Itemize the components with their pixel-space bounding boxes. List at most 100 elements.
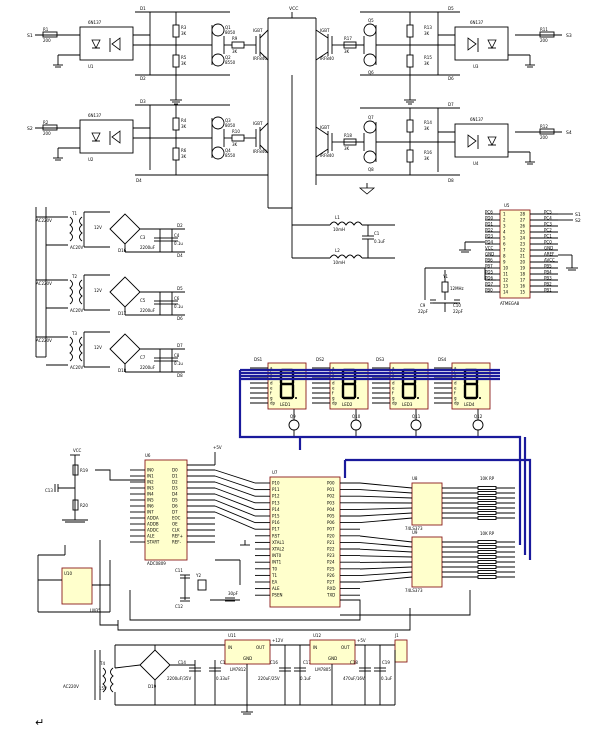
r9-val: 3K	[232, 49, 238, 54]
seg-pin-1-6: g	[270, 396, 273, 401]
input-s3: S3	[566, 33, 572, 39]
at89-lpin-12: INT1	[272, 560, 282, 565]
psu-v-1: 12V	[94, 225, 102, 230]
atmega-lpin-1: PD0	[485, 216, 493, 221]
at89-rpin-10: P22	[327, 547, 335, 552]
c15-val: 0.33uF	[216, 676, 230, 681]
q6-ref: Q6	[368, 70, 374, 75]
psu-t-2: T2	[71, 274, 77, 279]
r3-val: 3K	[181, 31, 187, 36]
resistor-r3	[172, 24, 180, 38]
seg-pin-2-0: a	[332, 366, 335, 371]
psu-bridge-2: D17	[118, 311, 127, 316]
r14-ref: R14	[424, 120, 432, 125]
seg-pin-1-5: f	[270, 391, 272, 396]
at89-rpin-4: P04	[327, 507, 335, 512]
at89-lpin-17: PSEN	[272, 593, 282, 598]
latch1-ref: U8	[412, 476, 418, 481]
at89-rpin-17: TXD	[326, 593, 335, 598]
atmega-lnum-12: 13	[503, 284, 509, 289]
q8-ref: Q8	[368, 167, 374, 172]
c1-val: 0.1uF	[374, 239, 386, 244]
r17-ref: R17	[344, 36, 352, 41]
psu-out2-2: D6	[177, 316, 183, 321]
seg-pin-1-0: a	[270, 366, 273, 371]
node-d7: D7	[448, 102, 454, 107]
psu-src-3: AC220V	[36, 338, 52, 343]
atmega-lnum-13: 14	[503, 290, 509, 295]
resistor-r1	[42, 31, 58, 38]
driver-right-lower: S4 R12 200 6N137 U4 D7 D8 R14	[315, 102, 572, 195]
igbt1-label: IGBT	[253, 28, 263, 33]
adc-rpin-5: D5	[172, 498, 178, 503]
l2-ref: L2	[335, 248, 340, 253]
adc-lpin-10: ADDC	[147, 528, 159, 533]
opto-u3-name: 6N137	[470, 20, 484, 25]
atmega-lpin-6: VCC	[485, 246, 494, 251]
q5-ref: Q5	[368, 18, 374, 23]
atmega-lnum-6: 7	[503, 248, 506, 253]
at89-rpin-13: P25	[327, 566, 335, 571]
igbt2-ref: IRF840	[253, 149, 267, 154]
c12-ref: C12	[175, 604, 183, 609]
input-s1: S1	[27, 33, 33, 39]
resistor-r19	[72, 464, 79, 476]
output-lc-filter: L1 10mH C1 0.1uF L2 10mH	[267, 75, 395, 265]
resistor-r9	[231, 41, 245, 49]
r20-ref: R20	[80, 503, 88, 508]
atmega-rpin-7: AREF	[544, 252, 555, 257]
l2-val: 10mH	[333, 260, 345, 265]
osc-cap-val: 30pF	[228, 591, 239, 596]
r15-val: 3K	[424, 61, 430, 66]
c13-ref: C13	[45, 488, 53, 493]
resistor-r10	[231, 134, 245, 142]
at89-rpin-8: P20	[327, 533, 335, 538]
r12-ref: R12	[540, 124, 548, 129]
r4-val: 3K	[181, 124, 187, 129]
resistor-r14	[406, 119, 414, 133]
at89-lpin-7: P17	[272, 527, 280, 532]
u11-out: OUT	[256, 645, 265, 650]
atmega-rpin-2: PC3	[544, 222, 552, 227]
r16-val: 3K	[424, 156, 430, 161]
c14-val: 2200uF/35V	[167, 676, 191, 681]
r12-val: 200	[540, 135, 548, 140]
seg-pin-3-5: f	[392, 391, 394, 396]
opto-u3	[454, 26, 509, 61]
rp1-res-5	[477, 511, 497, 515]
atmega-rnum-6: 22	[520, 248, 526, 253]
resistor-r2	[42, 124, 58, 131]
u12-out: OUT	[341, 645, 350, 650]
c19-ref: C19	[382, 660, 390, 665]
c18-ref: C18	[350, 660, 358, 665]
seg-pin-3-4: e	[392, 386, 395, 391]
node-d2: D2	[140, 76, 146, 81]
r13-ref: R13	[424, 25, 432, 30]
adc-lpin-6: IN6	[147, 504, 154, 509]
sensor-chip	[61, 567, 93, 605]
opto-u2	[79, 119, 134, 154]
atmega-rpin-5: PC0	[544, 240, 552, 245]
rpack1-label: 10K RP	[480, 476, 495, 481]
seg-pin-2-7: dp	[332, 401, 338, 406]
j1-ref: J1	[394, 633, 399, 638]
node-d3: D3	[140, 99, 146, 104]
rp2-res-0	[477, 540, 497, 544]
t4-ref: T4	[99, 661, 105, 666]
seg-pin-4-3: d	[454, 381, 457, 386]
c10-ref: C10	[453, 303, 461, 308]
resistor-r5	[172, 54, 180, 68]
rp2-res-5	[477, 565, 497, 569]
u11-label: +12V	[272, 638, 283, 643]
adc-lpin-2: IN2	[147, 480, 154, 485]
r2-ref: R2	[43, 120, 49, 125]
at89-lpin-8: RST	[272, 533, 280, 538]
seg-pin-1-4: e	[270, 386, 273, 391]
y1-val: 12MHz	[450, 286, 464, 291]
r2-val: 200	[43, 131, 51, 136]
bottom-psu-section: AC220V T4 15V D19 C14 2200uF/35V C15 0.3…	[63, 633, 408, 715]
r10-val: 3K	[232, 142, 238, 147]
r6-val: 3K	[181, 154, 187, 159]
atmega-lpin-7: GND	[485, 252, 494, 257]
